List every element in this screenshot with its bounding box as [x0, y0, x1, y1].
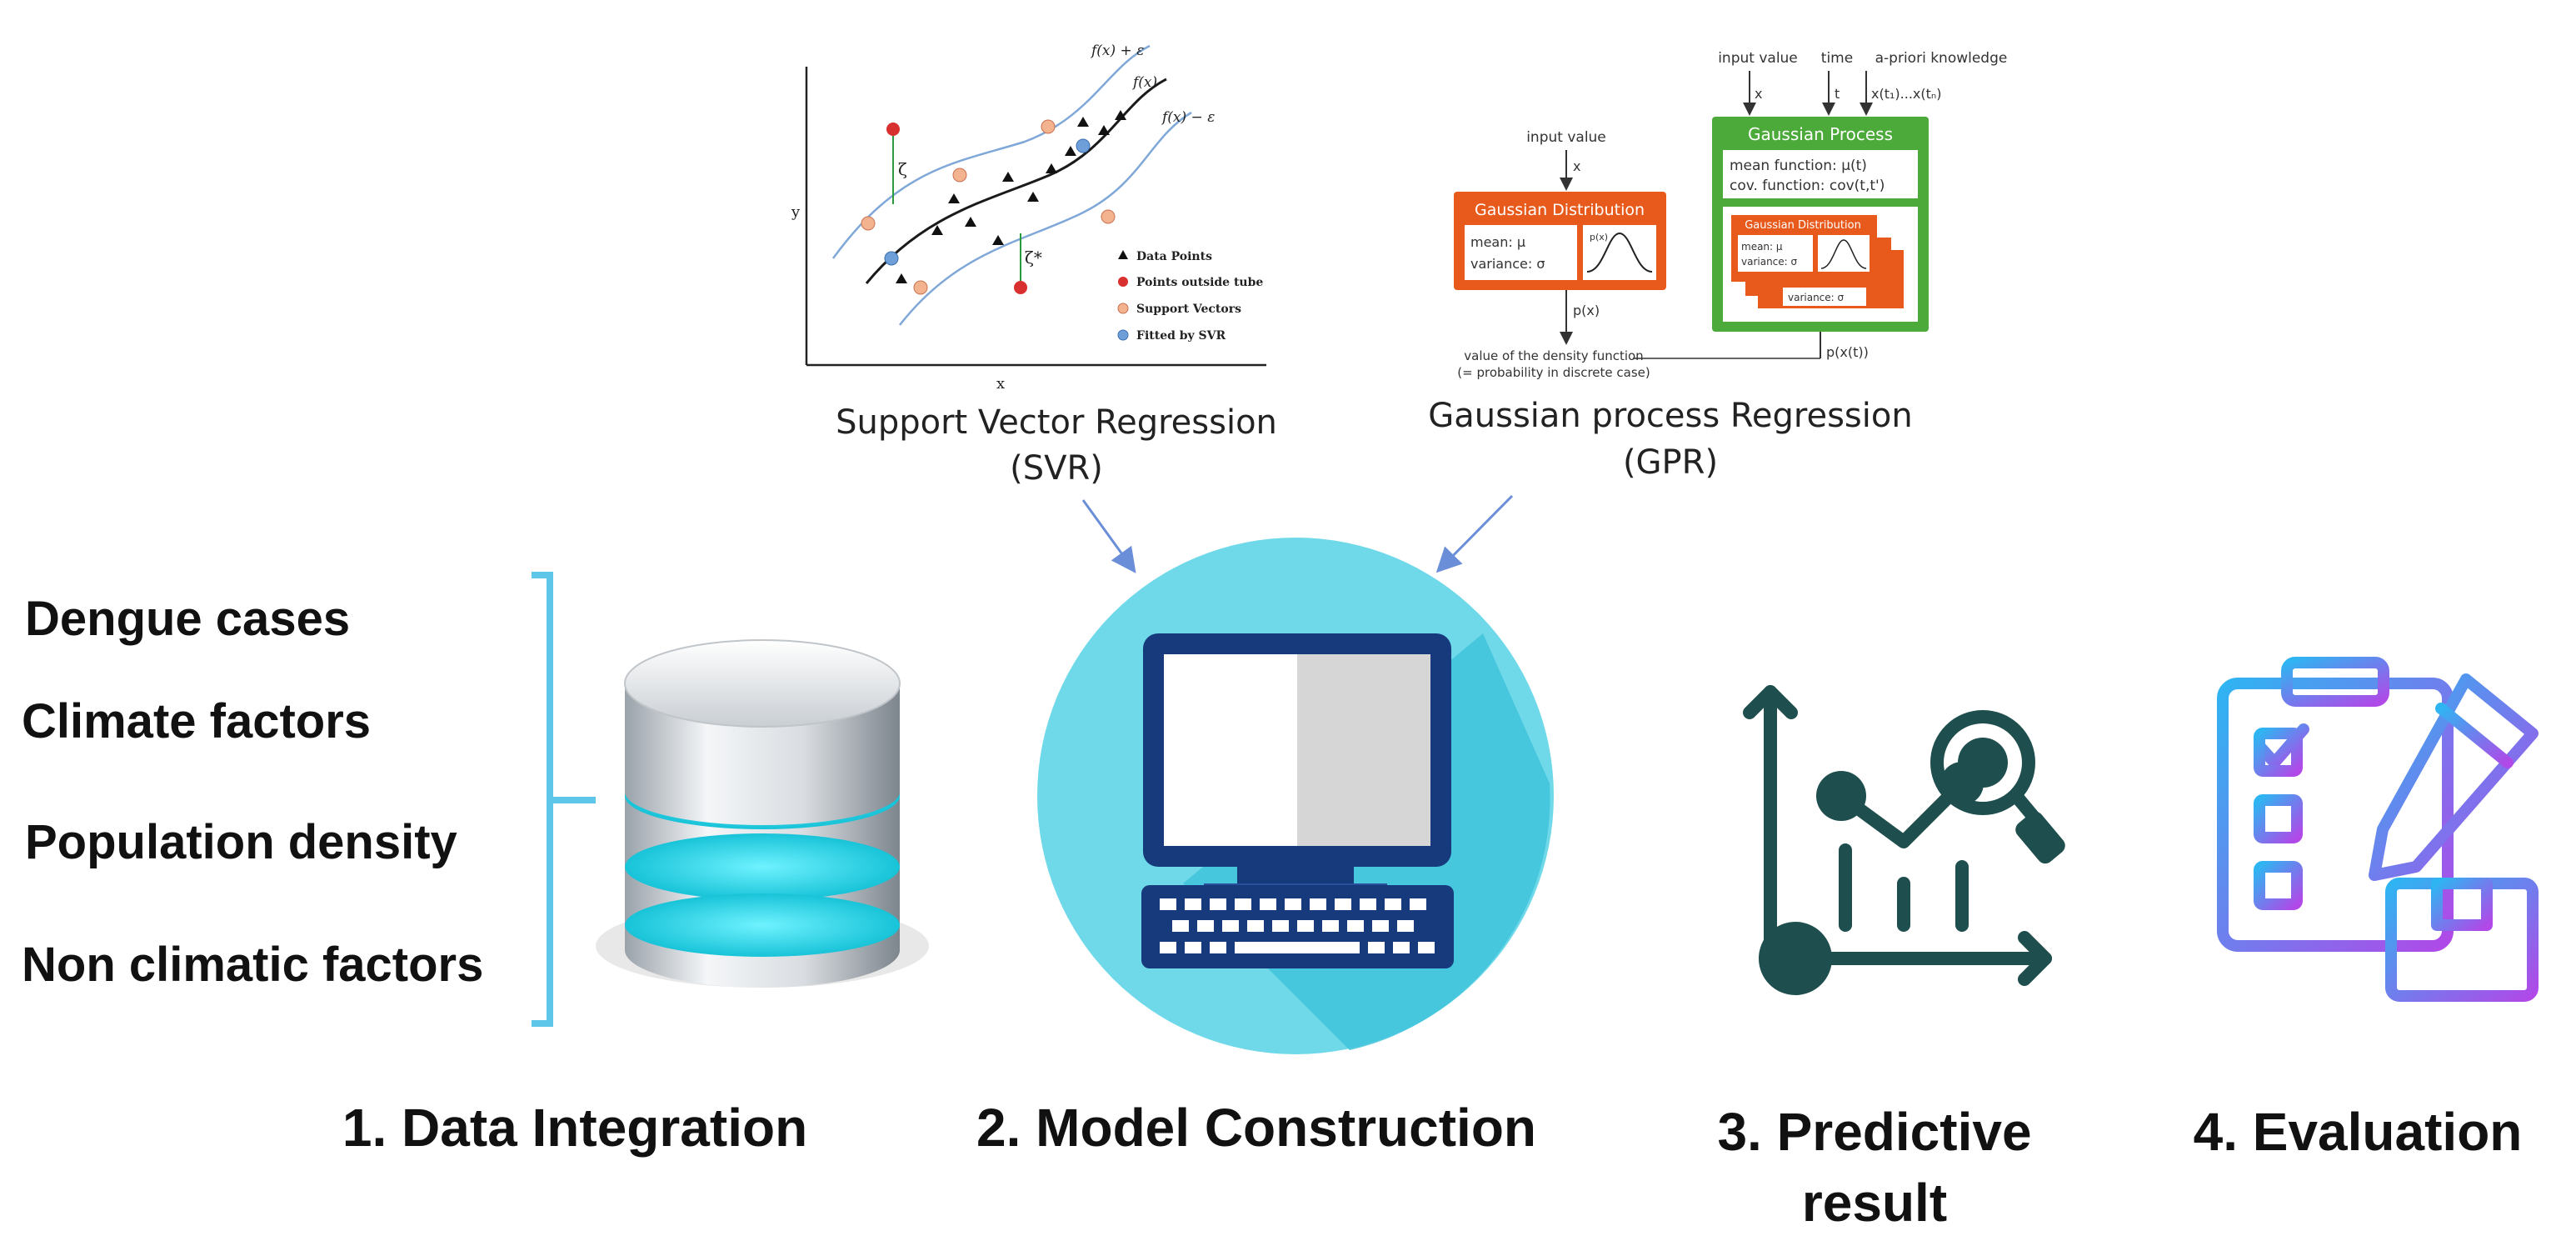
svr-outside-point [1014, 281, 1027, 294]
step-data-integration: 1. Data Integration [342, 1098, 807, 1158]
svr-lower-curve [899, 111, 1192, 326]
gpr-inner-var2: variance: σ [1788, 292, 1845, 303]
svr-title: Support Vector Regression [836, 403, 1277, 442]
input-non-climatic-factors: Non climatic factors [22, 938, 483, 992]
svr-mid-curve [865, 78, 1167, 284]
svr-legend: Data Points Points outside tube Support … [1117, 250, 1263, 343]
gpr-proc-title: Gaussian Process [1748, 124, 1893, 144]
svr-chart: y x f(x) + ε f(x) f(x) − ε ζ ζ* Data Poi [791, 43, 1277, 488]
step-result: result [1802, 1173, 1947, 1233]
step-predictive: 3. Predictive [1717, 1102, 2031, 1162]
gpr-mean: mean: μ [1470, 234, 1525, 250]
gpr-variance: variance: σ [1470, 256, 1545, 272]
gpr-cov-fn: cov. function: cov(t,t') [1730, 178, 1885, 194]
gpr-px: p(x) [1573, 303, 1600, 318]
gpr-input-x: x [1573, 158, 1580, 174]
gpr-dist-title: Gaussian Distribution [1475, 201, 1645, 219]
gpr-inner-title: Gaussian Distribution [1745, 219, 1861, 232]
svr-data-points [896, 110, 1126, 283]
gpr-x-top: x [1755, 86, 1762, 102]
gpr-top-input: input value [1718, 50, 1798, 67]
gpr-dist-px: p(x) [1590, 232, 1608, 243]
gpr-abbr: (GPR) [1623, 443, 1718, 482]
input-list: Dengue cases Climate factors Population … [22, 592, 483, 992]
svr-upper-label: f(x) + ε [1090, 43, 1144, 59]
gpr-diagram: input value x Gaussian Distribution mean… [1428, 50, 2007, 482]
svr-xi: ζ [898, 159, 907, 179]
svr-legend-item: Points outside tube [1136, 276, 1263, 289]
input-bracket [532, 572, 596, 1027]
svr-lower-label: f(x) − ε [1161, 109, 1215, 126]
gpr-title: Gaussian process Regression [1428, 397, 1912, 435]
gpr-arrow [1435, 494, 1514, 573]
computer-icon [1037, 538, 1554, 1054]
gpr-density-line2: (= probability in discrete case) [1457, 365, 1650, 380]
input-climate-factors: Climate factors [22, 694, 371, 748]
gpr-xt: x(t₁)...x(tₙ) [1871, 86, 1942, 102]
svr-legend-item: Data Points [1136, 250, 1212, 263]
gpr-time: time [1821, 50, 1853, 67]
clipboard-evaluation-icon [2217, 657, 2539, 1002]
svr-legend-item: Fitted by SVR [1136, 329, 1226, 343]
database-icon [596, 639, 929, 988]
svr-outside-point [886, 123, 900, 136]
gpr-t: t [1835, 86, 1840, 102]
svr-legend-item: Support Vectors [1136, 303, 1241, 316]
gpr-apriori: a-priori knowledge [1875, 50, 2008, 67]
gpr-input-label: input value [1526, 129, 1606, 146]
gpr-mean-fn: mean function: μ(t) [1730, 158, 1867, 174]
gpr-density-line1: value of the density function [1464, 348, 1643, 363]
svr-axis-x: x [996, 375, 1005, 393]
gpr-inner-mean: mean: μ [1741, 241, 1783, 253]
svr-mid-label: f(x) [1131, 74, 1157, 91]
svr-arrow [1081, 499, 1136, 573]
svr-axis-y: y [791, 203, 801, 221]
step-evaluation: 4. Evaluation [2194, 1102, 2523, 1162]
gpr-pxt: p(x(t)) [1826, 344, 1869, 360]
svr-abbr: (SVR) [1010, 449, 1103, 488]
gpr-inner-var: variance: σ [1741, 256, 1798, 268]
step-model-construction: 2. Model Construction [976, 1098, 1536, 1158]
svr-upper-curve [831, 44, 1151, 259]
input-population-density: Population density [25, 815, 457, 869]
input-dengue-cases: Dengue cases [25, 592, 350, 646]
svr-xi-star: ζ* [1025, 248, 1042, 268]
